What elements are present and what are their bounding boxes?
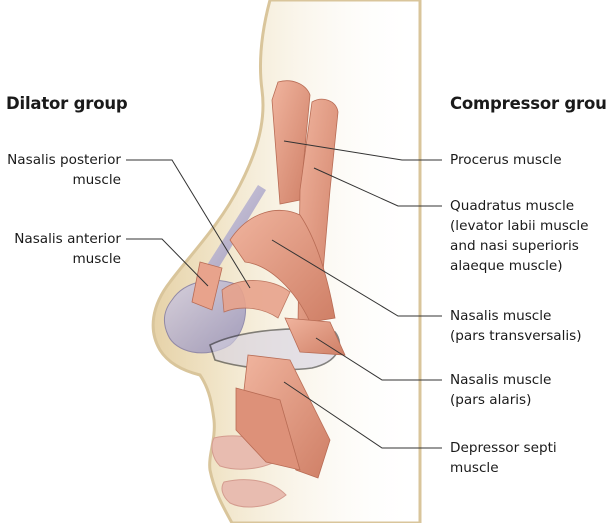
leader-nasalis-posterior (126, 159, 251, 289)
label-nasalis-anterior: Nasalis anterior muscle (14, 229, 121, 269)
depressor-septi-muscle (235, 354, 331, 479)
label-procerus: Procerus muscle (450, 150, 562, 170)
label-line: Procerus muscle (450, 152, 562, 168)
leader-quadratus (313, 167, 442, 207)
label-line: (levator labii muscle (450, 218, 589, 234)
label-nasalis-alaris: Nasalis muscle (pars alaris) (450, 370, 551, 410)
lower-lip (221, 479, 287, 508)
nasalis-anterior-muscle (191, 261, 223, 311)
leader-nasalis-transversalis (271, 239, 442, 317)
label-nasalis-posterior: Nasalis posterior muscle (7, 150, 121, 190)
leader-nasalis-alaris (315, 337, 442, 381)
label-nasalis-transversalis: Nasalis muscle (pars transversalis) (450, 306, 582, 346)
label-quadratus: Quadratus muscle (levator labii muscle a… (450, 196, 589, 276)
label-line: (pars transversalis) (450, 328, 582, 344)
label-depressor-septi: Depressor septi muscle (450, 438, 557, 478)
dilator-group-heading: Dilator group (6, 94, 128, 113)
label-line: muscle (450, 460, 499, 476)
label-line: Quadratus muscle (450, 198, 575, 214)
nasalis-alaris-muscle (284, 317, 346, 356)
label-line: muscle (72, 251, 121, 267)
lateral-cartilage (200, 185, 266, 282)
label-line: and nasi superioris (450, 238, 579, 254)
nasalis-transversalis-muscle (229, 209, 336, 323)
label-line: Nasalis muscle (450, 372, 552, 388)
label-line: Nasalis muscle (450, 308, 552, 324)
nasalis-posterior-muscle (221, 280, 291, 319)
label-line: muscle (72, 172, 121, 188)
label-line: alaeque muscle) (450, 258, 563, 274)
leader-procerus (283, 140, 442, 161)
label-line: Nasalis anterior (14, 231, 121, 247)
leader-nasalis-anterior (126, 238, 209, 287)
leader-depressor-septi (283, 381, 442, 449)
label-line: Depressor septi (450, 440, 557, 456)
compressor-group-heading: Compressor group (450, 94, 608, 113)
label-line: Nasalis posterior (7, 152, 121, 168)
label-line: (pars alaris) (450, 392, 532, 408)
